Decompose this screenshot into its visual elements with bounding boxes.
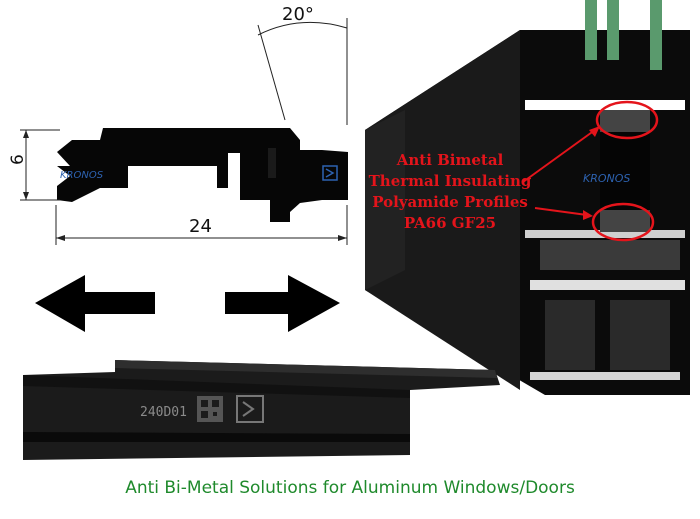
width-label: 24 — [189, 216, 212, 237]
brand-logo-icon — [322, 165, 338, 181]
angle-line-left — [257, 24, 286, 121]
arrow-right-icon — [225, 275, 340, 332]
callout-line: PA66 GF25 — [403, 214, 497, 232]
glass-pane — [585, 0, 597, 60]
polyamide-highlight-upper — [595, 100, 659, 140]
arrow-left-icon — [35, 275, 155, 332]
angle-label: 20° — [282, 4, 314, 25]
qr-code-icon — [197, 396, 223, 422]
angle-arc — [257, 21, 348, 36]
polyamide-strip-photo: 240D01 — [23, 360, 500, 460]
callout-line: Thermal Insulating — [368, 172, 532, 190]
callout-line: Polyamide Profiles — [372, 193, 528, 211]
section-brand-text: KRONOS — [583, 172, 630, 185]
window-frame-section-render: KRONOS — [365, 0, 690, 395]
caption: Anti Bi-Metal Solutions for Aluminum Win… — [125, 478, 575, 498]
polyamide-highlight-lower — [591, 202, 655, 242]
callout-text: Anti Bimetal Thermal Insulating Polyamid… — [355, 150, 545, 234]
callout-arrow-upper — [522, 129, 596, 183]
glass-pane — [650, 0, 662, 70]
callout-arrow-lower — [534, 207, 588, 216]
brand-logo-icon — [236, 395, 264, 423]
glass-pane — [607, 0, 619, 60]
part-code-text: 240D01 — [140, 405, 187, 420]
profile-cross-section-drawing: 20° KRONOS 6 24 — [8, 4, 348, 245]
callout-line: Anti Bimetal — [396, 151, 504, 169]
expansion-arrows — [35, 275, 340, 332]
profile-brand-text: KRONOS — [60, 170, 104, 181]
height-label: 6 — [8, 154, 28, 165]
